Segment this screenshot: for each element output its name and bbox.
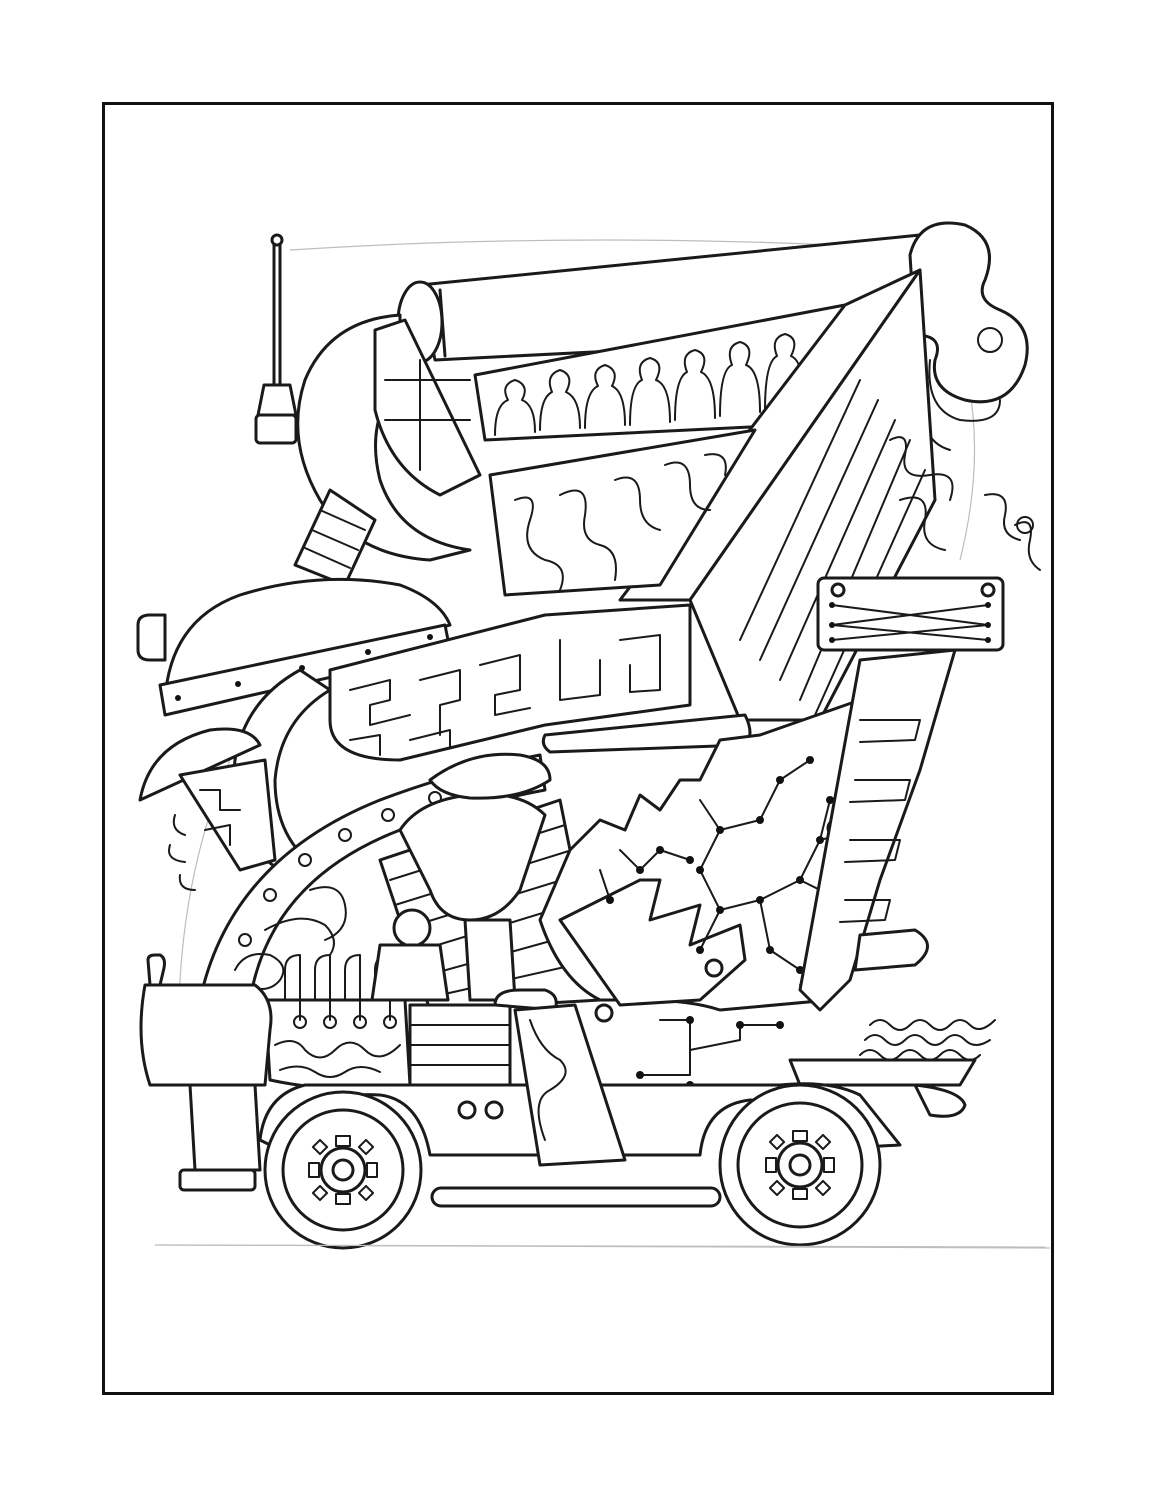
side-beacon-icon (136, 613, 167, 662)
antenna-icon (254, 233, 298, 445)
maze-pattern-icon (328, 603, 692, 762)
chalice-icon (398, 752, 558, 1012)
dome-cap (158, 577, 452, 717)
front-nose (139, 953, 273, 1192)
front-wheel-icon (263, 1090, 423, 1250)
rear-fender (788, 1058, 977, 1118)
rear-wheel-icon (718, 1083, 882, 1247)
vehicle-chassis (258, 1003, 902, 1208)
ground-line (154, 1244, 1046, 1248)
squiggle-panel (488, 428, 757, 597)
laced-plate (816, 576, 1005, 652)
exhaust-flame-icon (859, 1019, 996, 1061)
page-border-frame (102, 102, 1054, 1395)
gear-hub-icon (308, 1135, 378, 1205)
small-mushroom (138, 727, 277, 891)
engine-block (234, 886, 450, 1091)
crowd-silhouette-icon (494, 333, 803, 436)
gear-hub-icon (765, 1130, 835, 1200)
staircase-fins (798, 648, 957, 1012)
lower-stripes (408, 1003, 512, 1087)
squiggle-cluster (889, 436, 1041, 571)
